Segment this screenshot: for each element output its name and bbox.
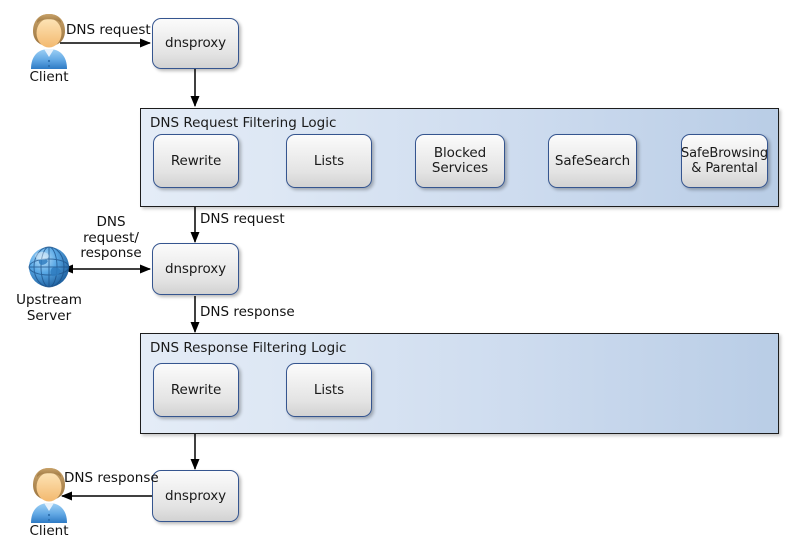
stage-res-rewrite[interactable]: Rewrite [153,363,239,417]
label-client-to-dnsproxy: DNS request [66,22,151,38]
globe-icon [28,246,70,288]
user-icon [31,468,67,523]
stage-req-blocked-services[interactable]: Blocked Services [415,134,505,188]
label-dnsproxy-to-client: DNS response [64,470,159,486]
label-upstream-exchange-line3: response [80,245,142,261]
avatar-client-bottom [22,466,76,528]
stage-req-safebrowsing-label-line2: & Parental [691,161,758,176]
group-response-filtering-title: DNS Response Filtering Logic [150,340,347,356]
stage-res-lists-label: Lists [313,381,345,398]
group-request-filtering-title: DNS Request Filtering Logic [150,115,337,131]
label-upstream-exchange: DNS request/ response [73,214,149,262]
user-icon [31,14,67,69]
stage-res-rewrite-label: Rewrite [170,381,222,398]
stage-req-lists-label: Lists [313,152,345,169]
node-dnsproxy-top[interactable]: dnsproxy [152,18,239,69]
caption-client-bottom: Client [29,523,69,539]
caption-upstream-server-line1: Upstream [16,292,82,308]
label-upstream-exchange-line2: request/ [83,229,139,246]
group-response-filtering: DNS Response Filtering Logic [140,333,779,434]
stage-req-rewrite-label: Rewrite [170,152,222,169]
label-proxy-to-request-filter: DNS request [200,211,285,227]
stage-req-safesearch[interactable]: SafeSearch [548,134,637,188]
stage-req-safebrowsing-label-line1: SafeBrowsing [680,146,769,161]
stage-req-blocked-services-label-line1: Blocked [433,145,487,161]
stage-req-safebrowsing[interactable]: SafeBrowsing & Parental [681,134,768,188]
stage-req-lists[interactable]: Lists [286,134,372,188]
caption-client-top: Client [29,69,69,85]
node-dnsproxy-bottom-label: dnsproxy [164,487,226,504]
stage-req-blocked-services-label-line2: Services [431,160,489,176]
label-proxy-to-response-filter: DNS response [200,304,295,320]
avatar-upstream-server [25,243,73,295]
caption-upstream-server-line2: Server [26,307,72,324]
avatar-client-top [22,12,76,74]
stage-req-safesearch-label: SafeSearch [554,152,631,169]
node-dnsproxy-middle-label: dnsproxy [164,260,226,277]
stage-req-rewrite[interactable]: Rewrite [153,134,239,188]
node-dnsproxy-middle[interactable]: dnsproxy [152,243,239,295]
stage-res-lists[interactable]: Lists [286,363,372,417]
caption-upstream-server: Upstream Server [8,292,90,324]
label-upstream-exchange-line1: DNS [96,214,126,230]
node-dnsproxy-bottom[interactable]: dnsproxy [152,470,239,522]
node-dnsproxy-top-label: dnsproxy [164,35,226,51]
